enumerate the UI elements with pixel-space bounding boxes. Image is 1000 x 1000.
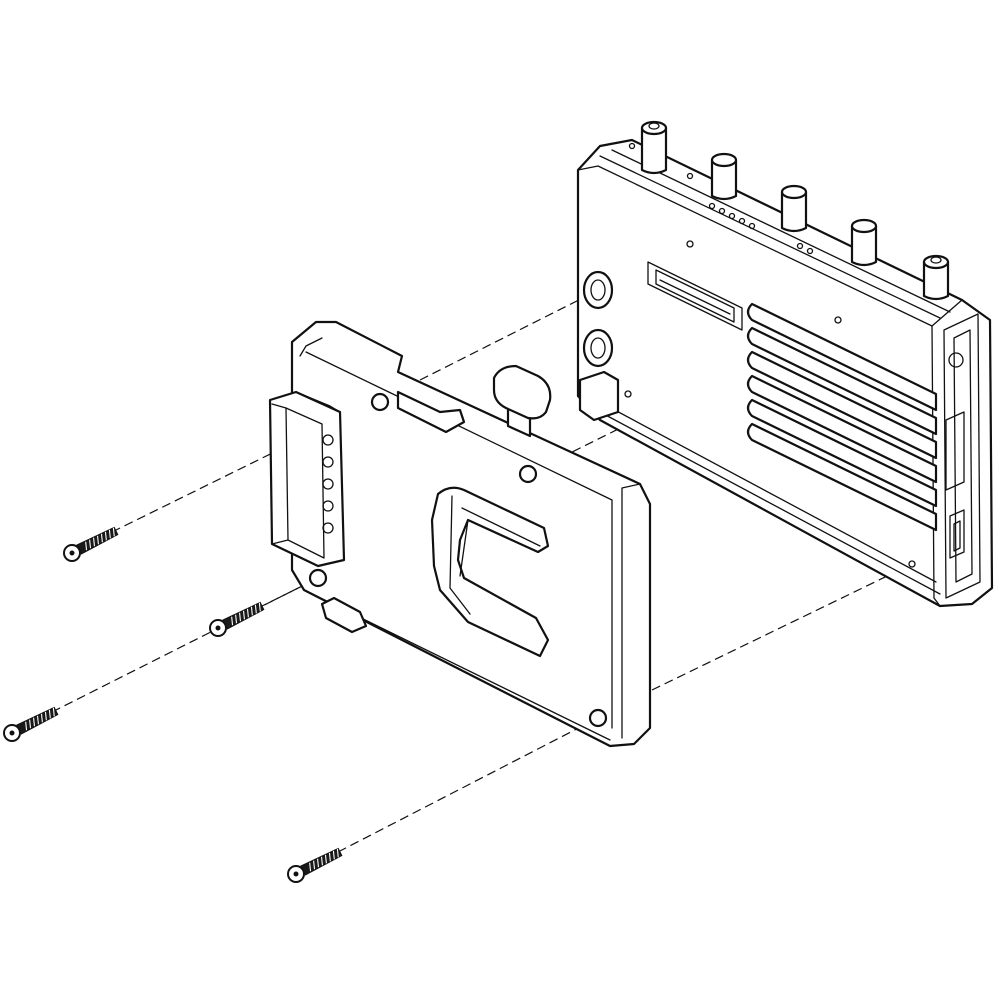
- screw-3-thread: [29, 719, 32, 729]
- receiver-unit: [576, 120, 994, 608]
- battery-plate-notch: [396, 390, 466, 434]
- screw-1-thread: [85, 541, 88, 551]
- screw-2-hex-socket: [215, 625, 221, 631]
- antenna-connector-1: [640, 120, 668, 175]
- receiver-status-leds: [628, 142, 814, 255]
- screw-4-thread: [336, 848, 339, 858]
- alignment-line-3: [51, 577, 319, 713]
- screw-1-hex-socket: [69, 550, 75, 556]
- screw-2-thread: [231, 616, 234, 626]
- battery-plate-hole-2: [518, 464, 538, 484]
- receiver-window: [647, 261, 743, 331]
- screw-3-thread: [52, 707, 55, 717]
- screw-4-shaft: [300, 847, 343, 876]
- receiver-side-connectors: [578, 270, 620, 422]
- receiver-antenna-connectors: [640, 120, 950, 301]
- alignment-line-4: [337, 717, 599, 853]
- receiver-side-port-2: [949, 509, 965, 559]
- screw-4-thread: [320, 856, 323, 866]
- antenna-connector-3: [780, 184, 808, 233]
- screw-3-thread: [33, 717, 36, 727]
- screw-3-shaft: [16, 706, 59, 735]
- screw-3-thread: [40, 713, 43, 723]
- screw-4: [287, 847, 343, 883]
- screw-2-thread: [250, 606, 253, 616]
- screw-2-shaft: [222, 601, 265, 630]
- screw-1-thread: [104, 531, 107, 541]
- screw-1: [63, 526, 119, 562]
- battery-plate: [268, 320, 652, 748]
- screw-2-thread: [239, 612, 242, 622]
- screw-3-hex-socket: [9, 730, 15, 736]
- screw-2-thread: [235, 614, 238, 624]
- screw-4-thread: [313, 860, 316, 870]
- receiver-side-hole: [948, 352, 964, 368]
- screw-4-thread: [324, 854, 327, 864]
- battery-plate-foot: [320, 596, 368, 634]
- screw-2-thread: [242, 610, 245, 620]
- screw-2: [209, 601, 265, 637]
- screw-1-thread: [96, 535, 99, 545]
- screw-4-hex-socket: [293, 871, 299, 877]
- screw-3: [3, 706, 59, 742]
- antenna-connector-4: [850, 218, 878, 267]
- receiver-right-face: [931, 299, 963, 607]
- screws: [3, 526, 343, 883]
- antenna-connector-2: [710, 152, 738, 201]
- battery-release-latch: [492, 364, 552, 438]
- alignment-line-4-far: [651, 563, 913, 691]
- receiver-hole-3: [624, 390, 632, 398]
- battery-contact-block: [268, 390, 346, 568]
- battery-plate-hole-4: [588, 708, 608, 728]
- alignment-line-1-far: [419, 243, 691, 381]
- screw-1-thread: [100, 533, 103, 543]
- screw-1-thread: [108, 529, 111, 539]
- screw-1-thread: [89, 539, 92, 549]
- screw-3-thread: [36, 715, 39, 725]
- screw-3-thread: [44, 711, 47, 721]
- screw-4-thread: [332, 850, 335, 860]
- screw-2-thread: [254, 604, 257, 614]
- receiver-hole-1: [686, 240, 694, 248]
- screw-2-thread: [246, 608, 249, 618]
- screw-3-thread: [48, 709, 51, 719]
- antenna-connector-5: [922, 254, 950, 301]
- v-mount-wedge: [430, 486, 550, 658]
- screw-4-thread: [317, 858, 320, 868]
- screw-4-thread: [309, 862, 312, 872]
- screw-2-thread: [258, 602, 261, 612]
- screw-1-thread: [112, 527, 115, 537]
- screw-4-thread: [328, 852, 331, 862]
- screw-1-thread: [93, 537, 96, 547]
- battery-plate-hole-3: [308, 568, 328, 588]
- receiver-hole-2: [834, 316, 842, 324]
- receiver-cooling-fins: [746, 302, 938, 532]
- screw-3-thread: [25, 721, 28, 731]
- receiver-hole-4: [908, 560, 916, 568]
- alignment-line-1: [111, 399, 381, 533]
- screw-1-shaft: [76, 526, 119, 555]
- battery-plate-hole-1: [370, 392, 390, 412]
- receiver-side-port-1: [945, 411, 965, 491]
